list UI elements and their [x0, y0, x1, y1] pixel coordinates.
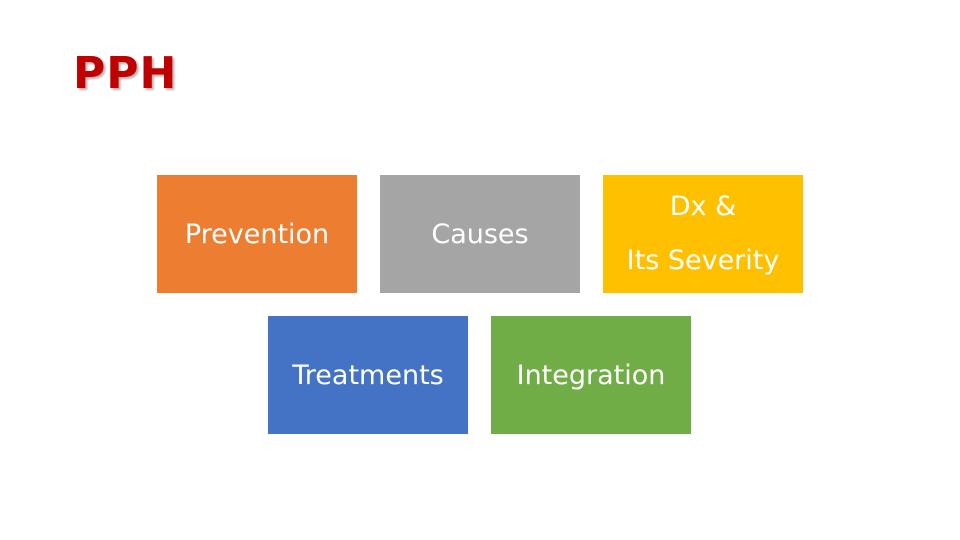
causes-label: Causes [431, 218, 529, 250]
treatments-tile: Treatments [268, 316, 468, 434]
causes-tile: Causes [380, 175, 580, 293]
dx-label-line2: Its Severity [626, 245, 780, 276]
slide-title: PPH [73, 48, 178, 99]
integration-label: Integration [516, 359, 666, 391]
dx-label-line1: Dx & [669, 191, 737, 222]
integration-tile: Integration [491, 316, 691, 434]
prevention-tile: Prevention [157, 175, 357, 293]
prevention-label: Prevention [184, 218, 330, 250]
dx-severity-tile: Dx & Its Severity [603, 175, 803, 293]
treatments-label: Treatments [292, 359, 444, 391]
